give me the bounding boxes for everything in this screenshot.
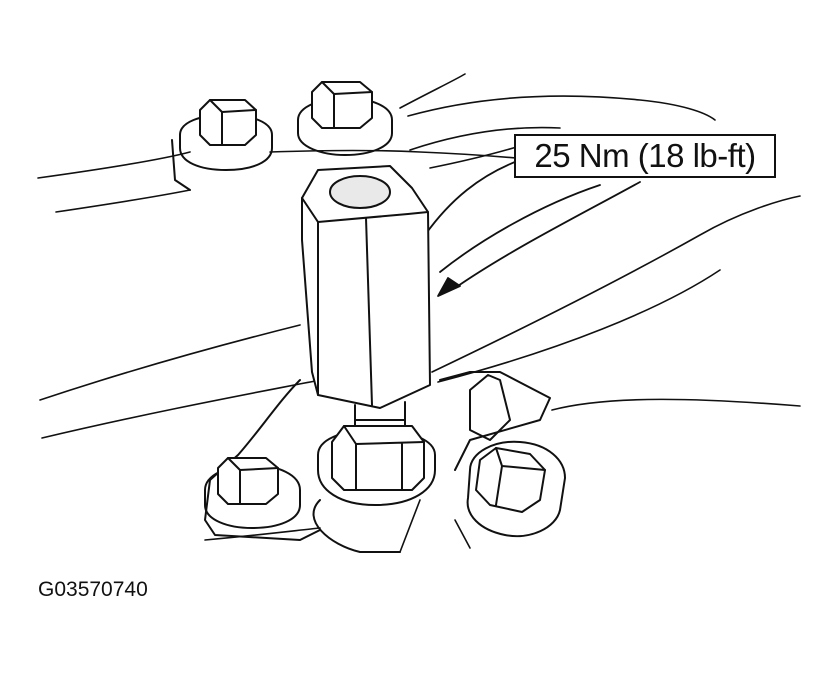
figure-code: G03570740 [38, 578, 148, 601]
torque-callout: 25 Nm (18 lb-ft) [514, 134, 776, 178]
top-right-bolt [298, 82, 392, 155]
bottom-right-bolt [468, 375, 565, 536]
hex-sleeve-tool [302, 166, 430, 408]
leader-lines [425, 160, 640, 296]
bottom-left-bolt [205, 458, 300, 528]
background-lines [38, 74, 800, 552]
top-left-bolt [172, 100, 272, 190]
mounting-plate [205, 372, 550, 540]
torque-spec-label: 25 Nm (18 lb-ft) [534, 137, 756, 174]
bottom-center-nut [314, 426, 435, 552]
